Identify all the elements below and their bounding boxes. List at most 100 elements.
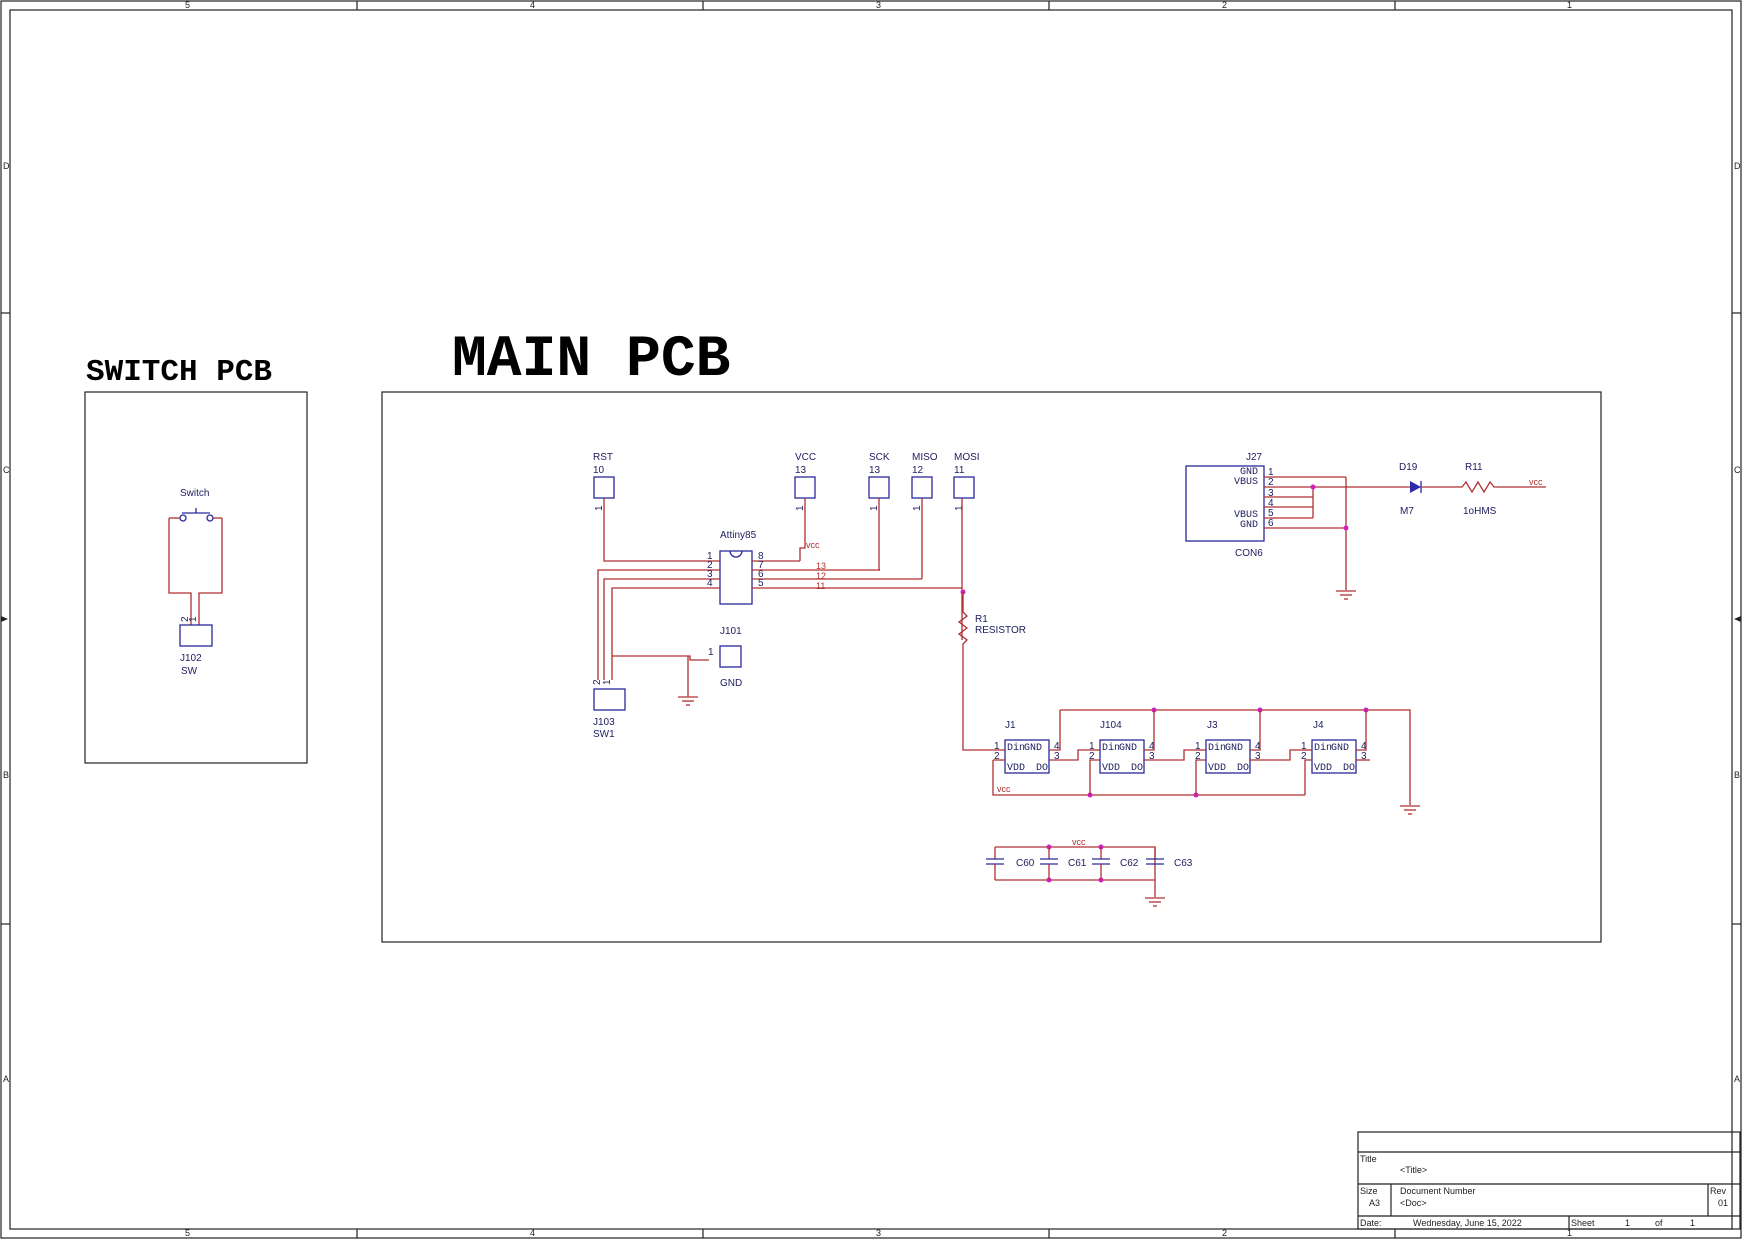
pin-number: 4 — [1149, 741, 1155, 752]
led-ref: J4 — [1313, 720, 1324, 731]
led-j104: J104 Din GND VDD DO 1 2 4 3 — [1089, 710, 1196, 795]
net-label: vcc — [997, 784, 1011, 794]
led-pin-name: Din — [1102, 742, 1120, 754]
of-label: of — [1655, 1218, 1663, 1228]
pin-number: 4 — [1361, 741, 1367, 752]
zone-col-label: 4 — [530, 0, 535, 10]
usb-connector: J27 GND VBUS VBUS GND 1 2 3 4 5 6 CON6 — [1185, 452, 1410, 600]
pin-number: 1 — [1301, 741, 1307, 752]
net-label: 13 — [816, 561, 826, 571]
header-name: SCK — [869, 452, 890, 463]
pin-number: 1 — [912, 505, 923, 511]
switch-label: Switch — [180, 488, 209, 499]
header-name: RST — [593, 452, 613, 463]
zone-col-label: 4 — [530, 1228, 535, 1238]
header-net: 12 — [912, 465, 924, 476]
zone-col-label: 1 — [1567, 1228, 1572, 1238]
pin-number: 3 — [1149, 751, 1155, 762]
led-pin-name: VDD — [1314, 763, 1332, 774]
connector-value: CON6 — [1235, 548, 1263, 559]
switch-pcb-outline — [84, 391, 308, 764]
switch-pcb-section: Switch 1 2 J102 SW — [84, 391, 308, 764]
capacitor-icon — [1092, 847, 1110, 880]
push-switch-icon — [169, 508, 222, 522]
header-name: VCC — [795, 452, 816, 463]
r1-resistor: R1 RESISTOR — [957, 592, 1026, 751]
mcu-wires — [597, 498, 966, 690]
ground-icon — [1400, 805, 1420, 815]
header-net: 13 — [795, 465, 807, 476]
zone-col-label: 3 — [876, 1228, 881, 1238]
ground-icon — [1145, 897, 1165, 907]
size-value: A3 — [1369, 1198, 1380, 1208]
title-value: <Title> — [1400, 1165, 1427, 1175]
header-net: 11 — [954, 465, 965, 476]
capacitor-icon — [1146, 847, 1164, 865]
pin-number: 1 — [795, 505, 806, 511]
pin-number: 3 — [707, 569, 713, 580]
pin-number: 4 — [1255, 741, 1261, 752]
r11-ref: R11 — [1465, 462, 1483, 473]
led-ref: J1 — [1005, 720, 1016, 731]
connector-ref: J27 — [1246, 452, 1263, 463]
sheet-label: Sheet — [1571, 1218, 1595, 1228]
junction-dot — [1343, 525, 1349, 531]
center-arrow-right — [1734, 616, 1741, 622]
zone-col-label: 2 — [1222, 0, 1227, 10]
pin-number: 4 — [1268, 498, 1274, 509]
pin-number: 2 — [994, 751, 1000, 762]
cap-ref: C60 — [1016, 858, 1035, 869]
date-value: Wednesday, June 15, 2022 — [1413, 1218, 1522, 1228]
of-value: 1 — [1690, 1218, 1695, 1228]
header-name: MOSI — [954, 452, 980, 463]
pin-number: 1 — [1089, 741, 1095, 752]
j102-ref: J102 — [180, 653, 202, 664]
net-label: vcc — [1529, 477, 1543, 487]
r1-value: RESISTOR — [975, 625, 1026, 636]
pin-number: 5 — [758, 578, 764, 589]
led-pin-name: DO — [1036, 763, 1048, 774]
led-pin-name: DO — [1131, 763, 1143, 774]
zone-row-label: D — [3, 161, 10, 171]
sheet-value: 1 — [1625, 1218, 1630, 1228]
pin-number: 3 — [1361, 751, 1367, 762]
zone-col-label: 5 — [185, 1228, 190, 1238]
pin-number: 1 — [869, 505, 880, 511]
zone-row-label: A — [1734, 1074, 1740, 1084]
zone-row-label: B — [1734, 770, 1740, 780]
pin-number: 2 — [1089, 751, 1095, 762]
net-label: 12 — [816, 571, 826, 581]
led-pin-name: Din — [1208, 742, 1226, 754]
attiny85-chip: Attiny85 1 2 3 4 8 7 6 5 vcc 13 12 11 — [690, 530, 962, 605]
pin-number: 1 — [1195, 741, 1201, 752]
title-label: Title — [1360, 1154, 1377, 1164]
cap-ref: C63 — [1174, 858, 1193, 869]
pin-number: 8 — [758, 551, 764, 562]
led-ref: J3 — [1207, 720, 1218, 731]
pin-name: VBUS — [1234, 477, 1258, 488]
date-label: Date: — [1360, 1218, 1382, 1228]
led-pin-name: GND — [1119, 743, 1137, 754]
pin-number: 1 — [602, 679, 613, 685]
net-label: vcc — [806, 540, 820, 550]
led-pin-name: Din — [1314, 742, 1332, 754]
diode-icon — [1410, 481, 1421, 493]
header-net: 13 — [869, 465, 881, 476]
pin-number: 1 — [188, 616, 199, 622]
j103-value: SW1 — [593, 729, 615, 740]
switch-pcb-heading: SWITCH PCB — [86, 355, 272, 390]
net-label: 11 — [816, 581, 825, 591]
net-label: vcc — [1072, 837, 1086, 847]
j101-net: GND — [720, 678, 742, 689]
zone-row-label: D — [1734, 161, 1741, 171]
led-pin-name: GND — [1225, 743, 1243, 754]
led-pin-name: VDD — [1208, 763, 1226, 774]
diode-ref: D19 — [1399, 462, 1418, 473]
led-j4: J4 Din GND VDD DO 1 2 4 3 — [1301, 710, 1370, 795]
d19-diode: D19 M7 — [1399, 462, 1422, 517]
led-pin-name: VDD — [1007, 763, 1025, 774]
pin-number: 4 — [707, 578, 713, 589]
pin-number: 7 — [758, 560, 764, 571]
pin-number: 3 — [1255, 751, 1261, 762]
